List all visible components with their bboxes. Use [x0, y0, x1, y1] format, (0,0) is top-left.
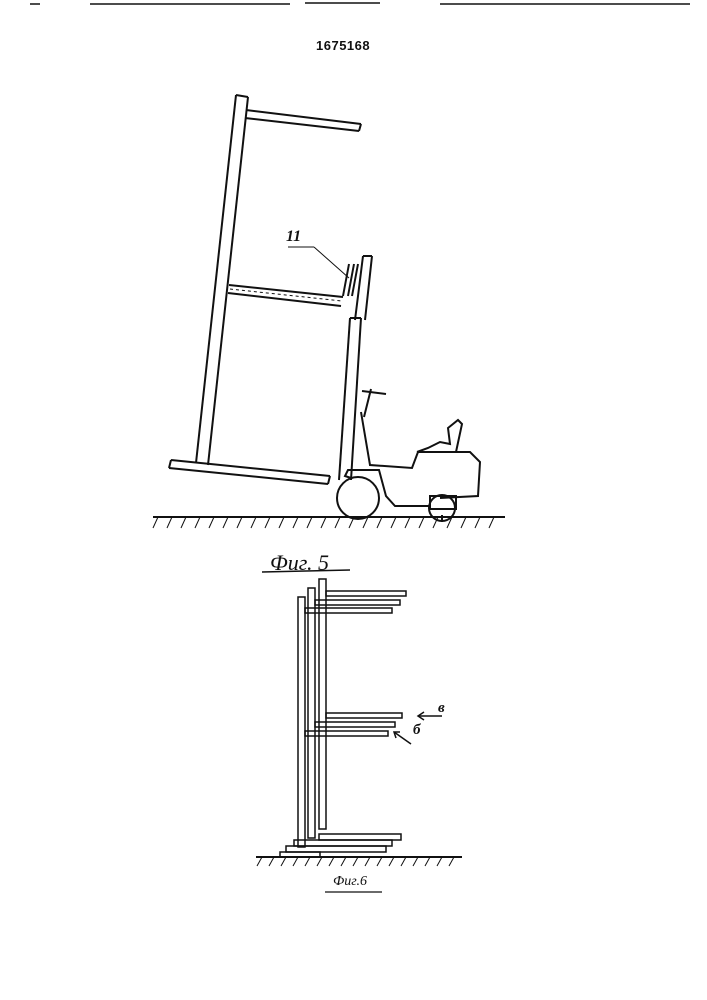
callout-11-leader — [288, 247, 349, 278]
figure-6 — [256, 579, 462, 892]
figure-5 — [153, 95, 505, 572]
fig6-caption: Фиг.6 — [333, 874, 367, 890]
ground-fig5 — [153, 517, 505, 528]
fig5-callout-11: 11 — [286, 228, 301, 246]
top-arms — [305, 591, 406, 613]
forklift — [337, 256, 480, 522]
scan-edge-marks — [30, 3, 690, 4]
posts — [298, 579, 326, 847]
fig6-callout-b: б — [413, 722, 421, 739]
ground-fig6 — [256, 857, 462, 866]
arrow-b — [394, 732, 411, 744]
fig6-callout-v: в — [438, 700, 445, 717]
rack-post — [169, 95, 361, 484]
fig5-caption: Фиг. 5 — [270, 550, 329, 576]
